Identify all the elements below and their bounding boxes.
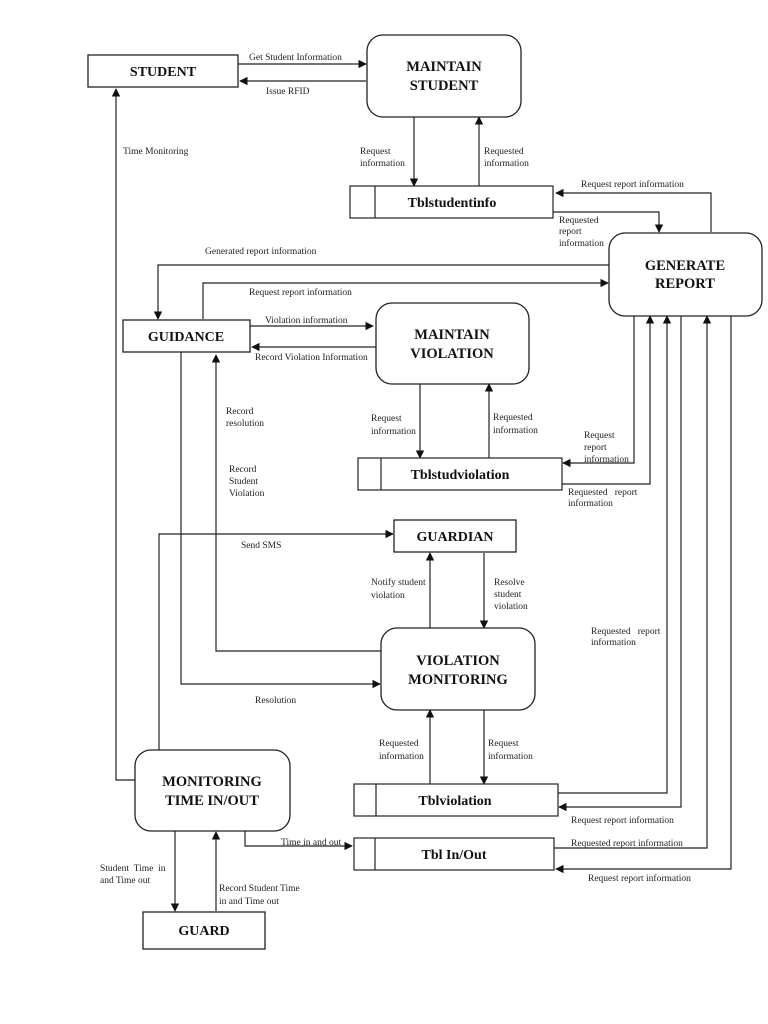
flow-record-resolution xyxy=(211,354,381,652)
store-tblviolation[interactable]: Tblviolation xyxy=(353,783,559,817)
flow-si-requested-report xyxy=(553,211,664,233)
label-si-request-report: Request report information xyxy=(581,179,684,190)
label-io-requested-report: Requested report information xyxy=(571,838,683,849)
label-sv-requested-report-2: information xyxy=(568,498,613,509)
process-violation-monitoring-line2: MONITORING xyxy=(408,672,508,688)
label-si-requested-report-2: report xyxy=(559,227,582,237)
label-si-requested-report-1: Requested xyxy=(559,216,599,226)
process-maintain-violation-line2: VIOLATION xyxy=(410,346,494,362)
label-sv-request-report-1: Request xyxy=(584,431,615,441)
entity-guard[interactable]: GUARD xyxy=(142,911,266,950)
label-record-student-violation-1: Record xyxy=(229,465,257,475)
label-tv-requested-report-1: Requested report xyxy=(591,627,661,637)
flow-io-request-report xyxy=(555,316,732,874)
process-maintain-student-line2: STUDENT xyxy=(410,78,479,94)
label-generated-report: Generated report information xyxy=(205,246,317,257)
entity-guidance[interactable]: GUIDANCE xyxy=(122,319,251,353)
flow-tv-requested-report xyxy=(558,315,672,794)
label-tv-request-report: Request report information xyxy=(571,815,674,826)
flow-io-requested-report xyxy=(554,315,712,849)
store-tblstudviolation[interactable]: Tblstudviolation xyxy=(357,457,563,491)
flow-time-monitoring xyxy=(111,88,135,781)
entity-student[interactable]: STUDENT xyxy=(87,54,239,88)
label-ms-requested-info-2: information xyxy=(484,158,529,169)
label-notify-violation-2: violation xyxy=(371,591,405,601)
entity-guardian-label: GUARDIAN xyxy=(417,530,494,545)
flow-si-request-report xyxy=(555,188,712,232)
flow-resolution xyxy=(180,352,381,689)
store-tblinout-label: Tbl In/Out xyxy=(422,848,487,863)
label-resolve-violation-1: Resolve xyxy=(494,578,525,588)
flow-tv-request-report xyxy=(558,316,682,812)
label-sv-request-report-3: information xyxy=(584,454,629,465)
flow-send-sms xyxy=(158,529,394,750)
process-violation-monitoring[interactable]: VIOLATION MONITORING xyxy=(380,627,536,711)
label-mv-request-info-2: information xyxy=(371,426,416,437)
process-maintain-violation[interactable]: MAINTAIN VIOLATION xyxy=(375,302,530,385)
label-time-monitoring: Time Monitoring xyxy=(123,147,189,157)
label-mv-requested-info-2: information xyxy=(493,425,538,436)
label-get-student-info: Get Student Information xyxy=(249,52,342,63)
label-send-sms: Send SMS xyxy=(241,541,281,551)
label-record-student-time-1: Record Student Time xyxy=(219,884,300,894)
label-record-resolution-1: Record xyxy=(226,407,254,417)
label-resolve-violation-2: student xyxy=(494,590,522,600)
store-tblinout[interactable]: Tbl In/Out xyxy=(353,837,555,871)
process-generate-report-line2: REPORT xyxy=(655,276,715,292)
label-record-student-time-2: in and Time out xyxy=(219,897,279,907)
flow-generated-report xyxy=(153,264,609,320)
process-maintain-student-line1: MAINTAIN xyxy=(406,59,482,75)
label-record-resolution-2: resolution xyxy=(226,419,264,429)
flow-guidance-request-report xyxy=(202,278,609,319)
label-student-time-1: Student Time in xyxy=(100,864,166,874)
label-ms-request-info-2: information xyxy=(360,158,405,169)
label-time-in-out: Time in and out xyxy=(281,838,341,848)
process-monitoring-time[interactable]: MONITORING TIME IN/OUT xyxy=(134,749,291,832)
label-vm-requested-info-2: information xyxy=(379,751,424,762)
flow-lines xyxy=(111,59,732,912)
entity-guard-label: GUARD xyxy=(178,924,229,939)
label-vm-requested-info-1: Requested xyxy=(379,739,419,749)
process-violation-monitoring-line1: VIOLATION xyxy=(416,653,500,669)
process-monitoring-time-line2: TIME IN/OUT xyxy=(165,793,259,809)
label-record-student-violation-3: Violation xyxy=(229,489,265,499)
process-generate-report-line1: GENERATE xyxy=(645,258,725,274)
label-record-student-violation-2: Student xyxy=(229,477,258,487)
label-ms-request-info-1: Request xyxy=(360,147,391,157)
entity-guardian[interactable]: GUARDIAN xyxy=(393,519,517,553)
label-record-violation-info: Record Violation Information xyxy=(255,352,368,363)
label-resolve-violation-3: violation xyxy=(494,602,528,612)
store-tblstudentinfo[interactable]: Tblstudentinfo xyxy=(349,185,554,219)
label-io-request-report: Request report information xyxy=(588,873,691,884)
flow-labels: Get Student Information Issue RFID Time … xyxy=(100,52,691,907)
process-maintain-violation-line1: MAINTAIN xyxy=(414,327,490,343)
flow-time-in-out xyxy=(244,831,353,851)
process-generate-report[interactable]: GENERATE REPORT xyxy=(608,232,763,317)
label-si-requested-report-3: information xyxy=(559,238,604,249)
entity-guidance-label: GUIDANCE xyxy=(148,330,224,345)
entity-student-label: STUDENT xyxy=(130,65,197,80)
process-maintain-student[interactable]: MAINTAIN STUDENT xyxy=(366,34,522,118)
label-student-time-2: and Time out xyxy=(100,876,151,886)
label-vm-request-info-2: information xyxy=(488,751,533,762)
label-resolution: Resolution xyxy=(255,696,296,706)
store-tblstudentinfo-label: Tblstudentinfo xyxy=(408,196,497,211)
label-vm-request-info-1: Request xyxy=(488,739,519,749)
flow-sv-request-report xyxy=(562,316,635,468)
label-mv-requested-info-1: Requested xyxy=(493,413,533,423)
store-tblstudviolation-label: Tblstudviolation xyxy=(411,468,510,483)
label-guidance-request-report: Request report information xyxy=(249,287,352,298)
store-tblviolation-label: Tblviolation xyxy=(418,794,491,809)
label-ms-requested-info-1: Requested xyxy=(484,147,524,157)
label-sv-requested-report-1: Requested report xyxy=(568,488,638,498)
label-tv-requested-report-2: information xyxy=(591,637,636,648)
label-mv-request-info-1: Request xyxy=(371,414,402,424)
label-sv-request-report-2: report xyxy=(584,443,607,453)
label-violation-info: Violation information xyxy=(265,315,348,326)
flow-sv-requested-report xyxy=(562,315,655,485)
label-notify-violation-1: Notify student xyxy=(371,577,426,588)
process-monitoring-time-line1: MONITORING xyxy=(162,774,262,790)
label-issue-rfid: Issue RFID xyxy=(266,87,310,97)
